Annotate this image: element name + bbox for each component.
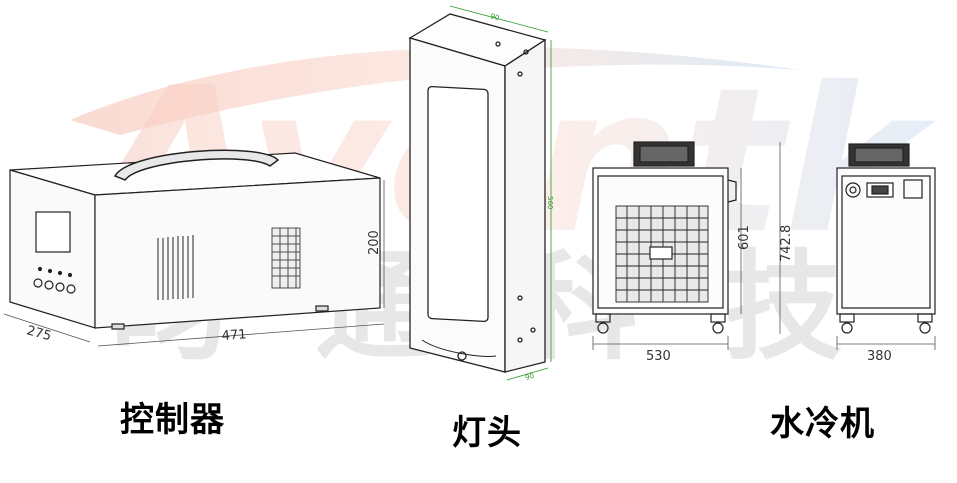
controller-drawing (3, 149, 385, 347)
controller-dim-width: 471 (221, 327, 247, 344)
chiller-side-gauge (845, 182, 861, 198)
lamp-head-dim-bottom: 90 (524, 372, 535, 382)
chiller-side-dimensions (836, 336, 936, 350)
chiller-side-wheels (839, 313, 933, 334)
lamp-head-caption: 灯头 (452, 413, 522, 453)
chiller-front-wheels (595, 313, 726, 334)
lamp-head-drawing (408, 13, 547, 373)
chiller-caption: 水冷机 (770, 404, 875, 444)
chiller-front-dimensions (592, 142, 781, 350)
controller-dimensions (3, 180, 385, 347)
chiller-dim-side-width: 380 (867, 349, 892, 364)
chiller-front-drawing (592, 141, 737, 334)
controller-dim-height: 200 (367, 230, 382, 255)
chiller-dim-body-height: 601 (737, 225, 752, 250)
lamp-head-dimensions (449, 5, 552, 381)
watermark-swoosh (70, 47, 800, 135)
controller-vent-right (271, 227, 301, 289)
controller-dim-depth: 275 (25, 323, 53, 344)
chiller-dim-front-width: 530 (646, 349, 671, 364)
controller-caption: 控制器 (120, 400, 225, 440)
controller-vent-left (157, 235, 194, 300)
chiller-side-drawing (836, 143, 936, 334)
chiller-dim-total-height: 742.8 (779, 225, 794, 262)
lamp-head-dim-length: 560 (546, 196, 554, 209)
lamp-head-window (427, 85, 489, 323)
controller-knobs (33, 266, 76, 294)
controller-screen (35, 211, 71, 253)
lamp-head-dim-top: 90 (489, 12, 500, 22)
controller-handle (113, 149, 280, 181)
